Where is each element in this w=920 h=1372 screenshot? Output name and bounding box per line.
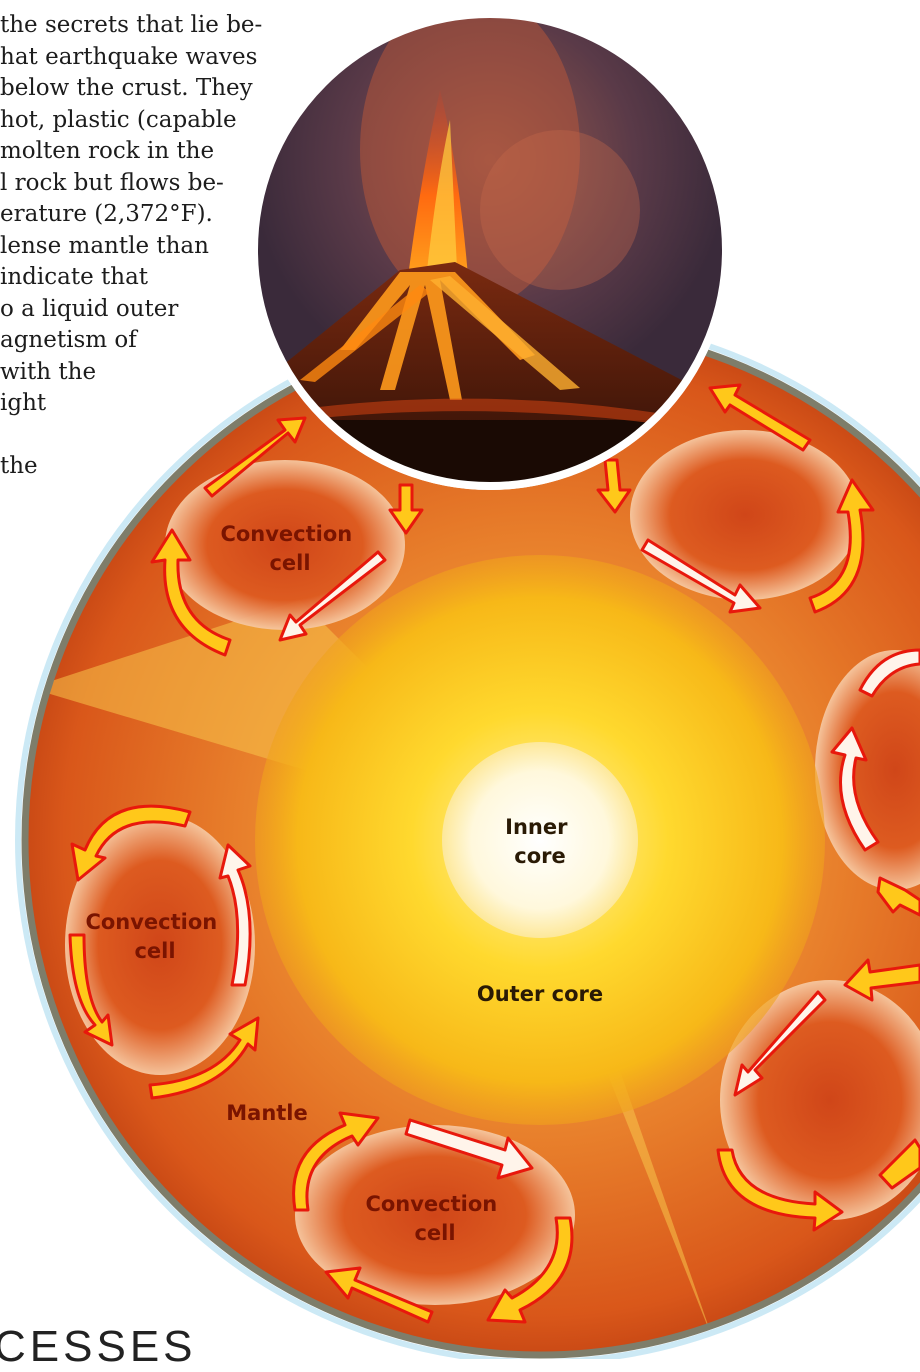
inner-core	[442, 742, 638, 938]
label-outer-core: Outer core	[477, 982, 603, 1006]
label-mantle: Mantle	[226, 1101, 308, 1125]
section-heading: CESSES	[0, 1322, 197, 1372]
convection-cell-blob-top-right	[630, 430, 860, 600]
